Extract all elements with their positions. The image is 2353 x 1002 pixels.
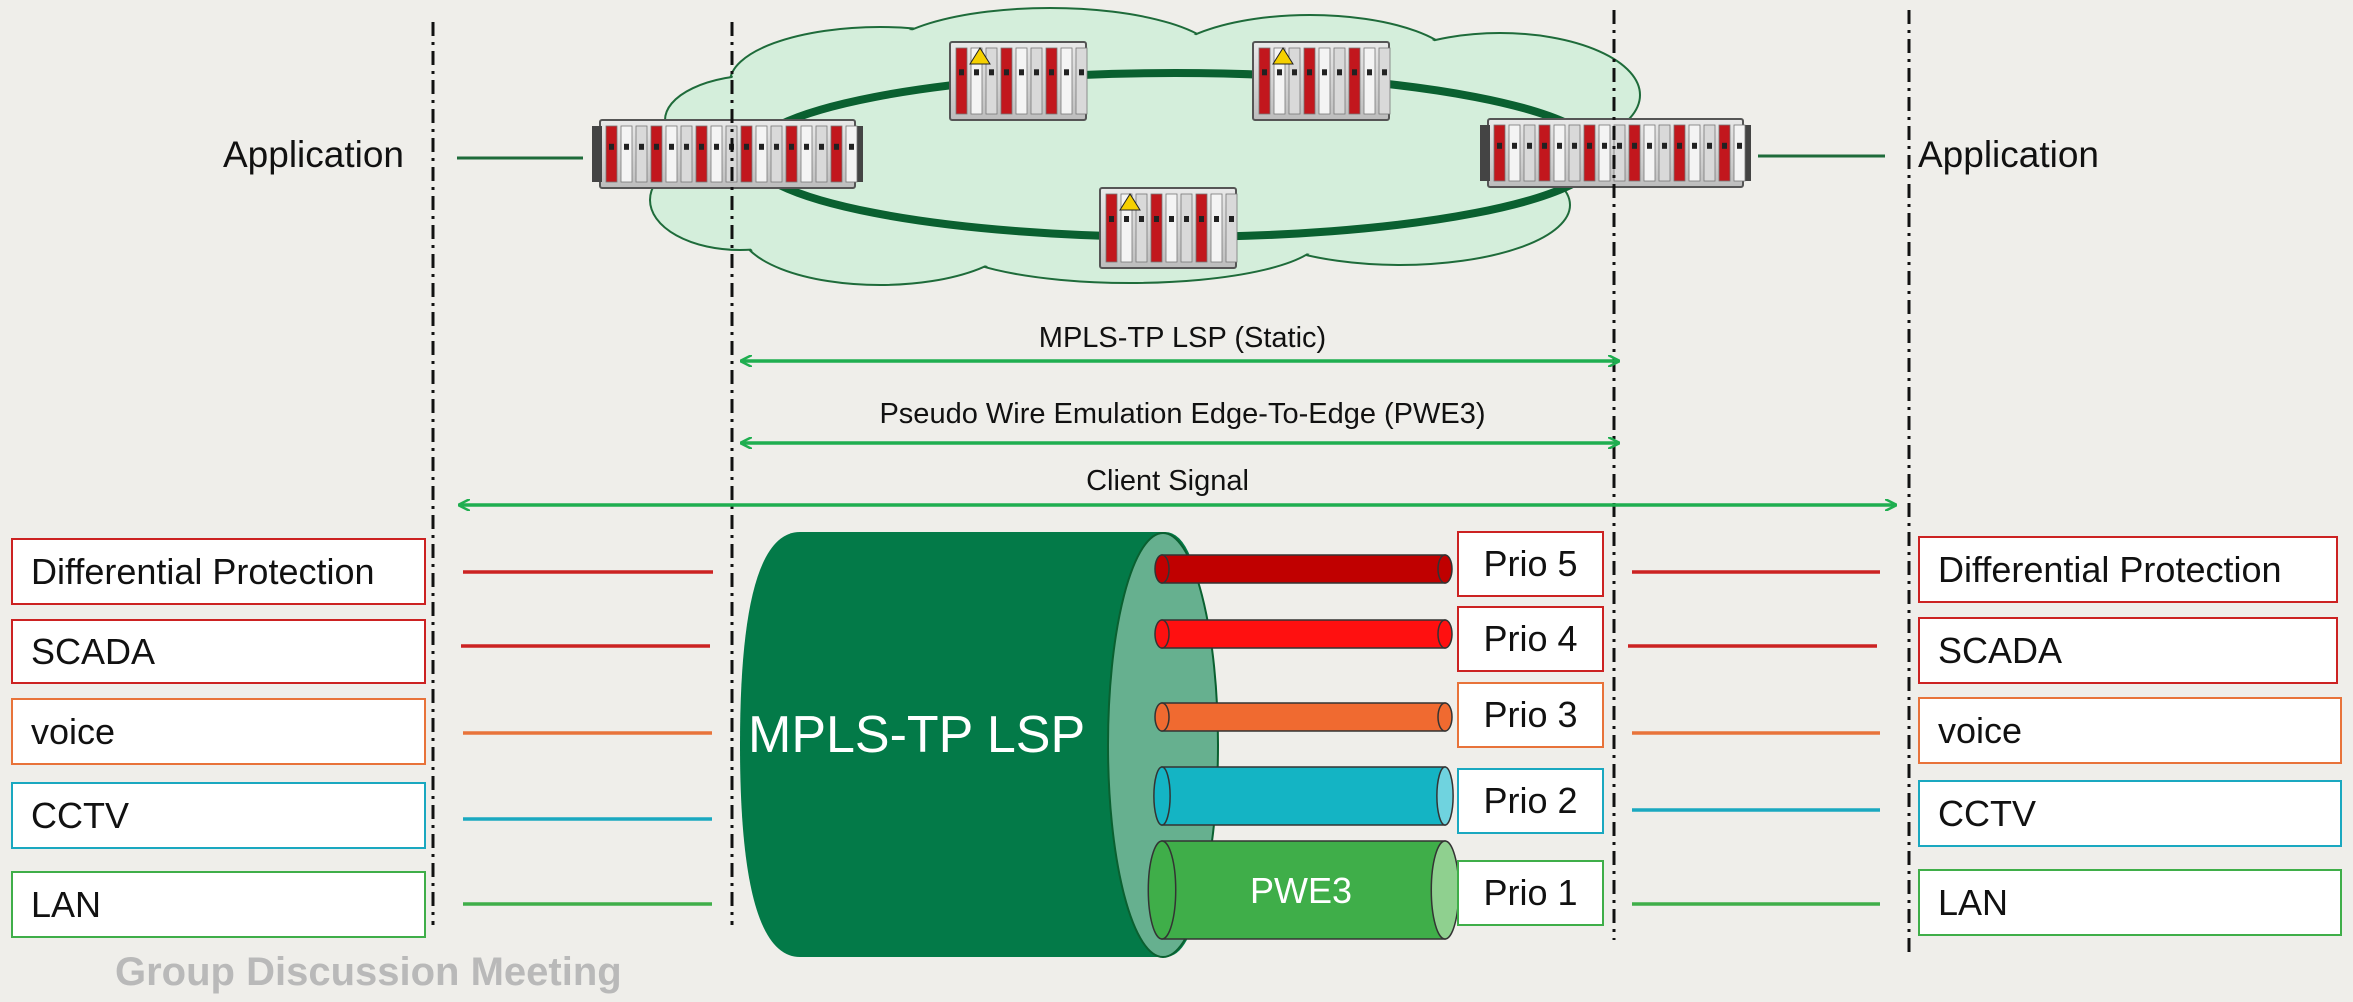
ring-node-top-right [1252, 41, 1391, 121]
client-signal-label: Client Signal [1086, 465, 1249, 497]
prio-1-box: Prio 1 [1457, 860, 1604, 926]
service-right-cctv: CCTV [1918, 780, 2342, 847]
service-right-voice: voice [1918, 697, 2342, 764]
service-left-lan: LAN [11, 871, 426, 938]
service-right-lan: LAN [1918, 869, 2342, 936]
prio-5-box: Prio 5 [1457, 531, 1604, 597]
pwe3-pipe-label: PWE3 [1250, 870, 1353, 911]
prio-2-box: Prio 2 [1457, 768, 1604, 834]
service-lines [461, 570, 1880, 906]
pipe-prio-4 [1154, 619, 1453, 649]
edge-device-left [592, 119, 863, 189]
ring-node-bottom [1099, 187, 1238, 269]
lsp-arrow-label: MPLS-TP LSP (Static) [1038, 322, 1327, 354]
ring-node-top-left [949, 41, 1088, 121]
prio-4-box: Prio 4 [1457, 606, 1604, 672]
service-left-differential-protection: Differential Protection [11, 538, 426, 605]
pipe-prio-2 [1153, 766, 1454, 826]
service-left-cctv: CCTV [11, 782, 426, 849]
application-right-label: Application [1918, 134, 2100, 175]
pipe-prio-5 [1154, 554, 1453, 584]
pipe-prio-1 [1147, 840, 1460, 940]
tunnel-label: MPLS-TP LSP [748, 706, 1086, 764]
footer-meeting-label: Group Discussion Meeting [115, 950, 622, 994]
priority-pipes [1147, 554, 1460, 940]
boundary-lines [431, 10, 1911, 955]
edge-device-right [1480, 118, 1751, 188]
service-right-scada: SCADA [1918, 617, 2338, 684]
service-left-scada: SCADA [11, 619, 426, 684]
service-left-voice: voice [11, 698, 426, 765]
pwe3-arrow-label: Pseudo Wire Emulation Edge-To-Edge (PWE3… [879, 398, 1486, 430]
pipe-prio-3 [1154, 702, 1453, 732]
prio-3-box: Prio 3 [1457, 682, 1604, 748]
service-right-differential-protection: Differential Protection [1918, 536, 2338, 603]
application-left-label: Application [223, 134, 405, 175]
